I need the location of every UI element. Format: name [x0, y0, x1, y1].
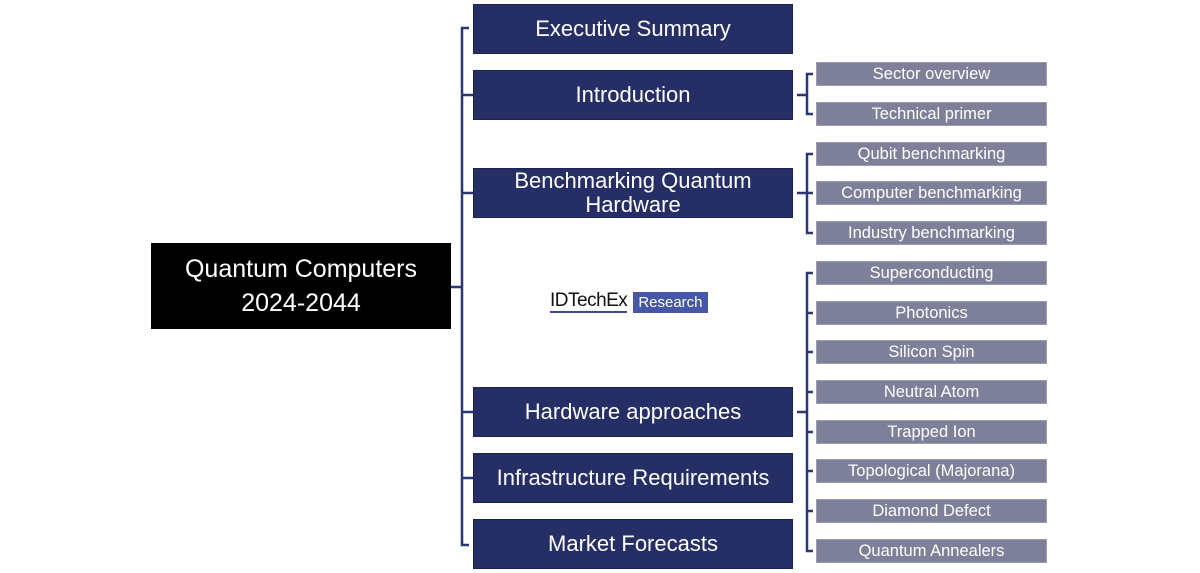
section-benchmarking: Benchmarking Quantum Hardware: [473, 168, 793, 218]
section-infrastructure: Infrastructure Requirements: [473, 453, 793, 503]
subsection-item: Quantum Annealers: [816, 539, 1047, 563]
logo-brand: IDTechEx: [550, 290, 628, 313]
subsection-item: Silicon Spin: [816, 340, 1047, 364]
subsection-item: Technical primer: [816, 102, 1047, 126]
section-market-forecasts: Market Forecasts: [473, 519, 793, 569]
subsection-item: Photonics: [816, 301, 1047, 325]
section-executive-summary: Executive Summary: [473, 4, 793, 54]
subsection-item: Qubit benchmarking: [816, 142, 1047, 166]
idtechex-logo: IDTechEx Research: [550, 291, 708, 313]
subsection-item: Neutral Atom: [816, 380, 1047, 404]
section-introduction: Introduction: [473, 70, 793, 120]
logo-tag: Research: [633, 291, 708, 313]
root-title-line2: 2024-2044: [241, 289, 361, 317]
subsection-item: Industry benchmarking: [816, 221, 1047, 245]
subsection-item: Computer benchmarking: [816, 181, 1047, 205]
subsection-item: Superconducting: [816, 261, 1047, 285]
subsection-item: Topological (Majorana): [816, 459, 1047, 483]
subsection-item: Trapped Ion: [816, 420, 1047, 444]
section-hardware-approaches: Hardware approaches: [473, 387, 793, 437]
subsection-item: Diamond Defect: [816, 499, 1047, 523]
subsection-item: Sector overview: [816, 62, 1047, 86]
root-title-line1: Quantum Computers: [184, 255, 418, 283]
root-title-box: Quantum Computers 2024-2044: [151, 243, 451, 329]
